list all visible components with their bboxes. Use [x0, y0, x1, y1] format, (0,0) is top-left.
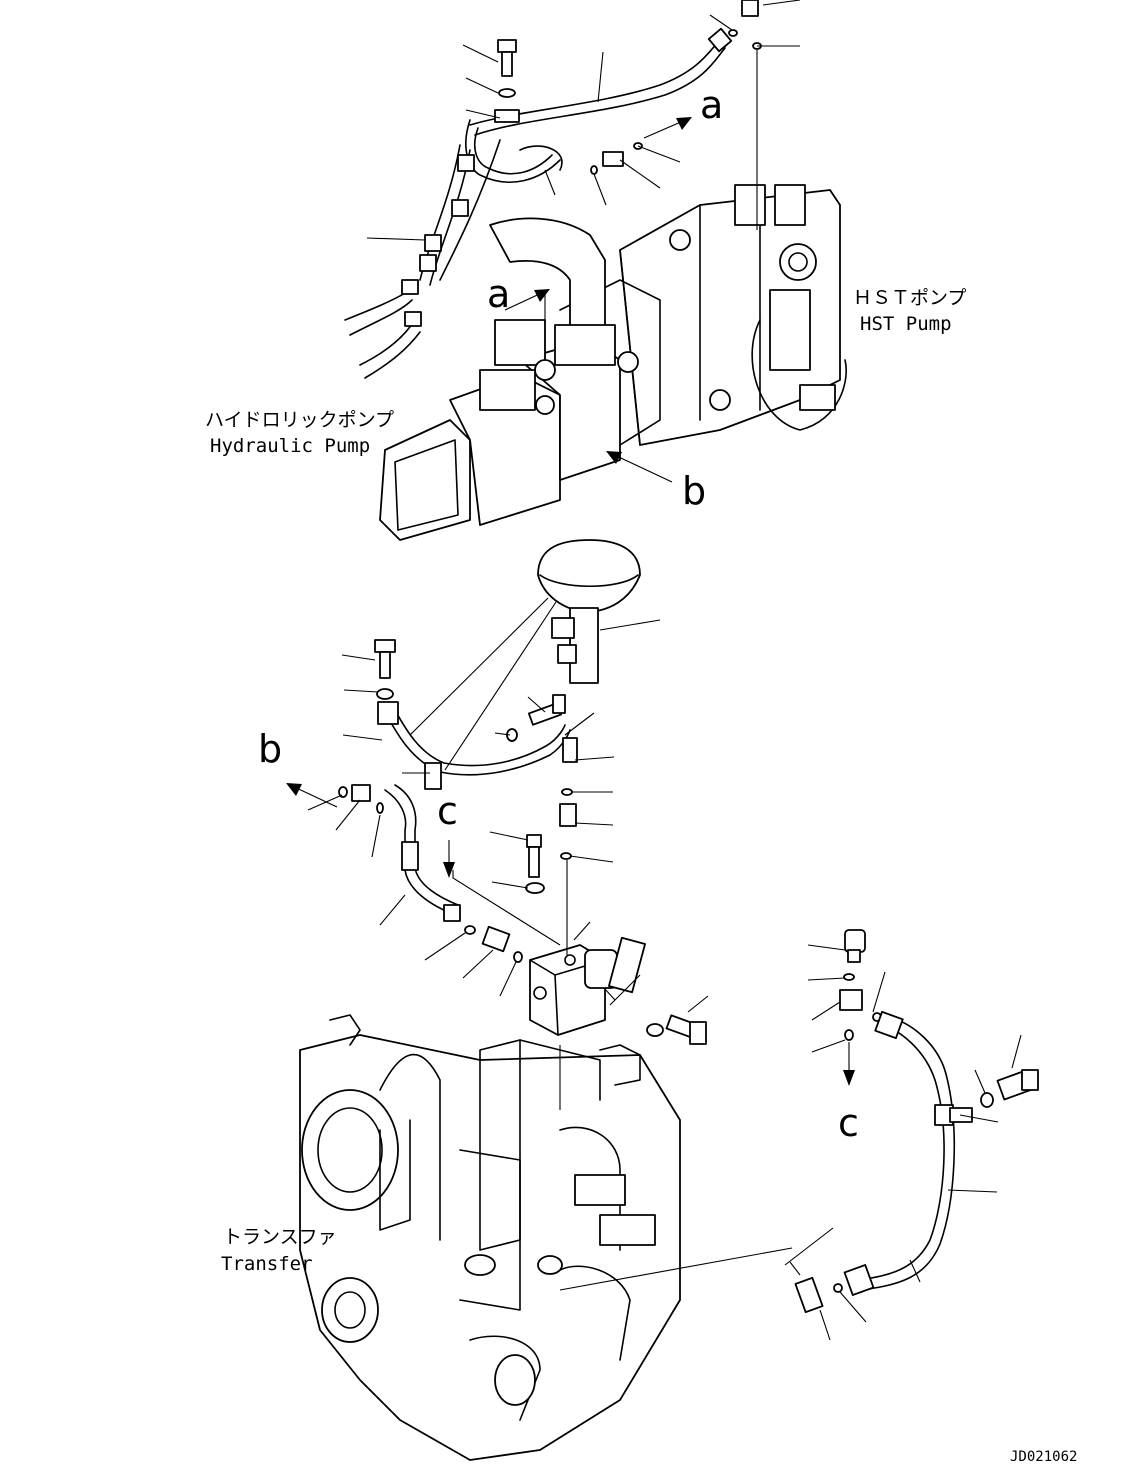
- arrow-c-upper: [443, 840, 455, 878]
- hst-pump-label-en: HST Pump: [860, 313, 952, 335]
- hst-pump-label-jp: ＨＳＴポンプ: [853, 287, 966, 309]
- transfer-label-jp: トランスファ: [223, 1226, 337, 1248]
- callout-c-lower: c: [838, 1101, 859, 1145]
- right-hose: [794, 1010, 1039, 1314]
- hydraulic-pump-label-jp: ハイドロリックポンプ: [205, 409, 394, 431]
- drawing-number: JD021062: [1010, 1449, 1077, 1465]
- upper-leaders: [366, 0, 801, 360]
- callout-a-mid: a: [487, 272, 510, 316]
- middle-fittings: [338, 639, 707, 1045]
- arrow-a-mid: [504, 289, 550, 311]
- hydraulic-pump-assembly: [379, 217, 639, 541]
- solenoid-valve-block: [452, 860, 646, 1036]
- callout-c-upper: c: [437, 789, 458, 833]
- middle-hose-and-clamp: [377, 597, 578, 790]
- hydraulic-pump-label-en: Hydraulic Pump: [210, 435, 370, 457]
- hst-pump-assembly: [559, 184, 847, 446]
- transfer-housing: [299, 1014, 681, 1461]
- transfer-label-en: Transfer: [221, 1253, 313, 1275]
- upper-fittings: [494, 0, 762, 175]
- upper-hoses: [344, 27, 733, 379]
- callout-a-top: a: [700, 83, 723, 127]
- accumulator: [537, 539, 661, 684]
- arrow-b-left: [286, 783, 338, 808]
- right-fittings: [807, 929, 886, 1086]
- lower-pipe-to-valve: [384, 784, 461, 922]
- callout-b-right: b: [682, 469, 706, 513]
- right-leaders: [559, 1034, 1022, 1341]
- arrow-a-top: [643, 117, 692, 139]
- arrow-b-right: [606, 451, 673, 483]
- middle-leaders: [307, 654, 709, 1013]
- callout-b-left: b: [258, 727, 282, 771]
